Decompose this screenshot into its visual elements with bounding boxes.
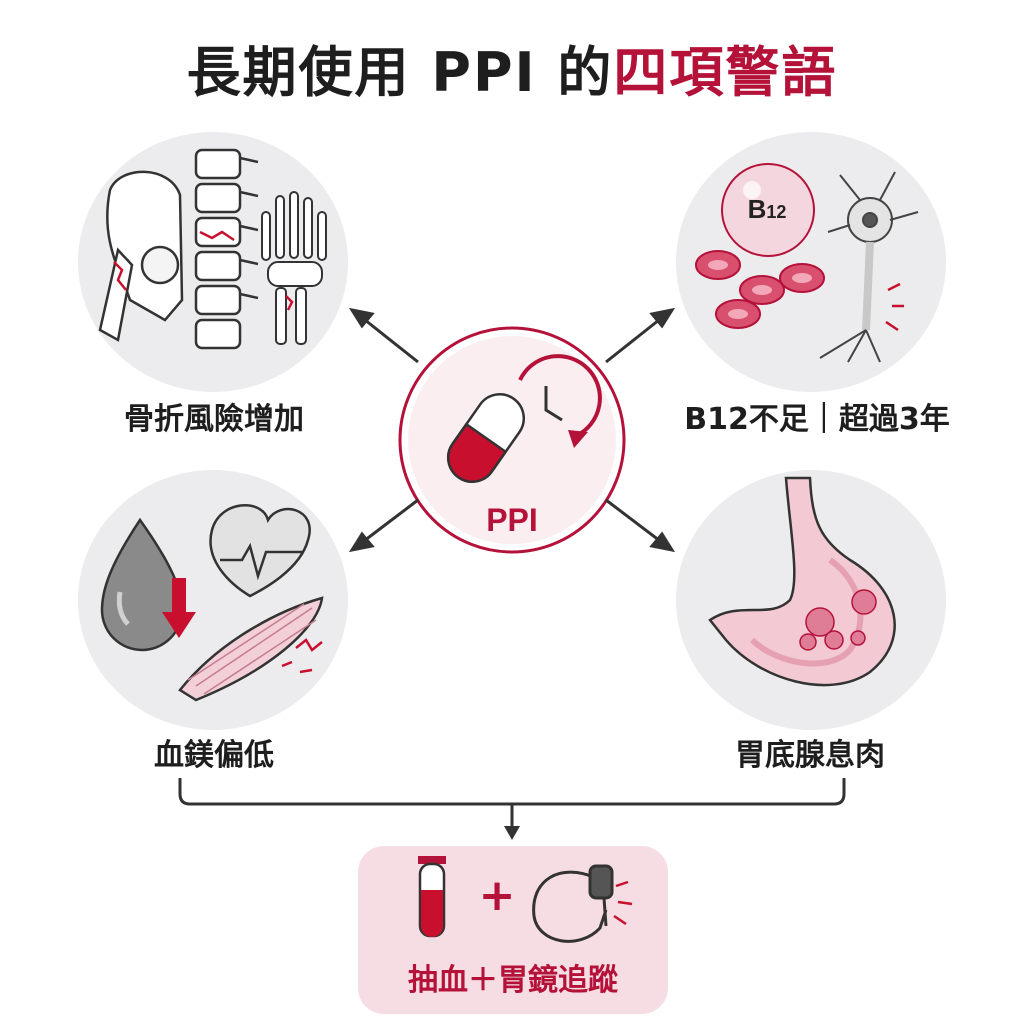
ppi-label: PPI <box>486 502 538 538</box>
b12-badge-text: B12 <box>722 194 812 225</box>
heart-rhythm-icon <box>209 504 311 598</box>
plus-sign: + <box>478 870 516 921</box>
followup-bracket <box>178 778 846 830</box>
muscle-icon <box>178 596 324 702</box>
neuron-icon <box>819 171 919 363</box>
blood-drop-icon <box>100 517 184 652</box>
b12-sub: 12 <box>766 202 787 222</box>
page-title: 長期使用 PPI 的四項警語 <box>0 28 1024 107</box>
endoscope-icon <box>532 864 614 943</box>
clock-icon <box>518 354 602 448</box>
hub-arrows <box>348 307 676 553</box>
fracture-risk-label: 骨折風險增加 <box>124 402 304 437</box>
hand-skeleton-icon <box>261 191 327 345</box>
stomach-polyp-icon <box>708 476 896 687</box>
hip-bone-icon <box>98 170 184 342</box>
b12-main: B <box>747 194 767 224</box>
b12-deficiency-label: B12不足｜超過3年 <box>684 402 950 437</box>
capsule-icon <box>446 393 526 483</box>
title-accent: 四項警語 <box>613 41 838 104</box>
spine-icon <box>194 148 259 350</box>
title-prefix: 長期使用 PPI 的 <box>186 41 614 104</box>
gastric-polyp-label: 胃底腺息肉 <box>735 738 885 773</box>
blood-tube-icon <box>418 856 446 938</box>
followup-box <box>358 846 668 1014</box>
followup-label: 抽血＋胃鏡追蹤 <box>408 963 618 998</box>
low-magnesium-label: 血鎂偏低 <box>154 738 274 773</box>
down-arrow-icon <box>162 578 196 638</box>
vitamin-b12-icon <box>721 163 815 257</box>
